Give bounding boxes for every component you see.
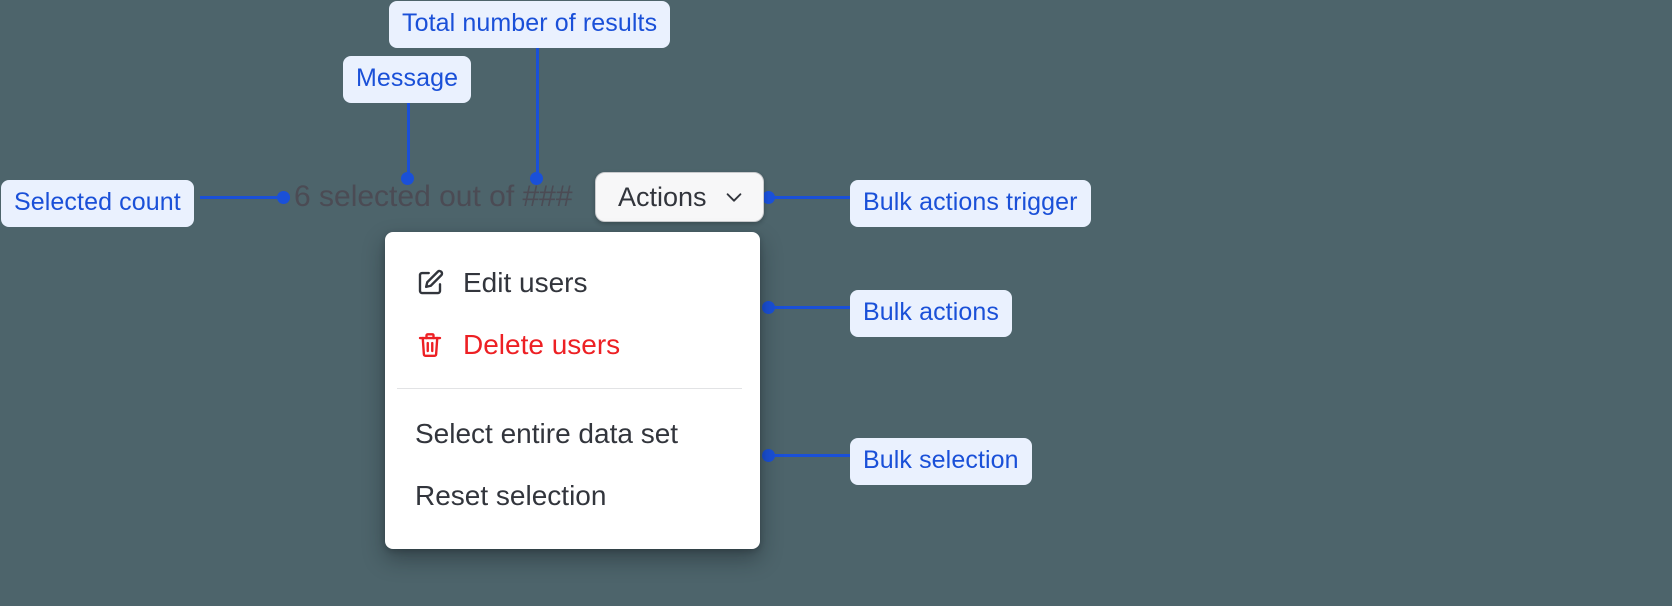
- menu-item-reset-selection[interactable]: Reset selection: [385, 465, 760, 527]
- edit-pencil-icon: [415, 268, 445, 298]
- callout-message: Message: [343, 56, 472, 103]
- menu-item-select-entire-data-set[interactable]: Select entire data set: [385, 403, 760, 465]
- chevron-down-icon: [723, 186, 745, 208]
- bulk-actions-menu: Edit users Delete users Select entire da…: [385, 232, 760, 549]
- leader-line-message: [407, 94, 410, 180]
- menu-item-reset-selection-label: Reset selection: [415, 480, 607, 511]
- callout-bulk-actions-trigger: Bulk actions trigger: [850, 180, 1091, 227]
- menu-item-edit-users-label: Edit users: [463, 267, 588, 298]
- leader-dot-total-results: [530, 172, 543, 185]
- bulk-actions-trigger-button[interactable]: Actions: [595, 172, 764, 222]
- menu-divider: [397, 388, 742, 389]
- leader-dot-bulk-selection: [762, 449, 775, 462]
- leader-dot-message: [401, 172, 414, 185]
- menu-item-select-entire-data-set-label: Select entire data set: [415, 418, 679, 449]
- leader-dot-bulk-actions-trigger: [762, 191, 775, 204]
- leader-line-bulk-actions: [768, 306, 860, 309]
- leader-line-selected-count: [200, 196, 290, 199]
- callout-total-number-of-results: Total number of results: [389, 1, 671, 48]
- leader-line-bulk-actions-trigger: [768, 196, 860, 199]
- callout-bulk-actions: Bulk actions: [850, 290, 1012, 337]
- bulk-actions-trigger-label: Actions: [618, 181, 707, 212]
- trash-icon: [415, 330, 445, 360]
- menu-item-delete-users-label: Delete users: [463, 329, 621, 360]
- menu-item-delete-users[interactable]: Delete users: [385, 314, 760, 376]
- leader-dot-selected-count: [277, 191, 290, 204]
- leader-dot-bulk-actions: [762, 301, 775, 314]
- leader-line-bulk-selection: [768, 454, 860, 457]
- leader-line-total-results: [536, 40, 539, 180]
- callout-selected-count: Selected count: [1, 180, 194, 227]
- selection-status-text: 6 selected out of ###: [294, 180, 573, 213]
- callout-bulk-selection: Bulk selection: [850, 438, 1032, 485]
- menu-item-edit-users[interactable]: Edit users: [385, 252, 760, 314]
